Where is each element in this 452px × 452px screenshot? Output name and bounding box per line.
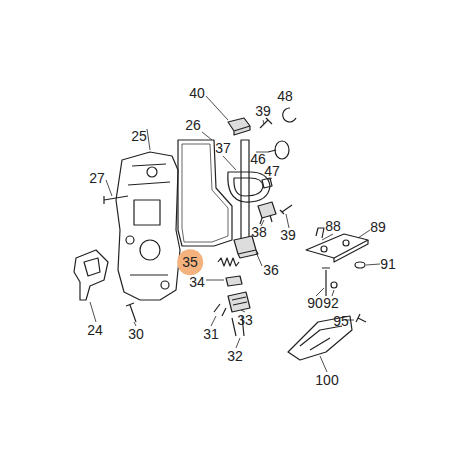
callout-number: 36 (263, 263, 279, 277)
callout-number: 48 (277, 89, 293, 103)
callout-number: 35 (182, 255, 198, 269)
callout-number: 39 (280, 228, 296, 242)
callout-number: 38 (251, 225, 267, 239)
callout-number: 40 (189, 86, 205, 100)
callout-number: 39 (255, 104, 271, 118)
callout-number: 95 (333, 314, 349, 328)
callout-number: 32 (227, 349, 243, 363)
callout-number: 47 (264, 164, 280, 178)
callout-number: 46 (250, 152, 266, 166)
callout-number: 31 (203, 327, 219, 341)
callout-number: 37 (215, 141, 231, 155)
callout-number: 88 (325, 219, 341, 233)
callout-number: 90 (307, 296, 323, 310)
callout-number: 92 (323, 296, 339, 310)
callout-number: 27 (89, 171, 105, 185)
highlight-circle: 35 (177, 249, 203, 275)
callout-number: 26 (185, 118, 201, 132)
callout-number: 30 (128, 327, 144, 341)
callout-number: 34 (189, 275, 205, 289)
callout-number: 100 (315, 373, 338, 387)
callout-number: 24 (87, 323, 103, 337)
callout-number: 89 (370, 220, 386, 234)
callout-number: 33 (237, 313, 253, 327)
callout-number: 25 (131, 129, 147, 143)
callout-number: 91 (380, 257, 396, 271)
